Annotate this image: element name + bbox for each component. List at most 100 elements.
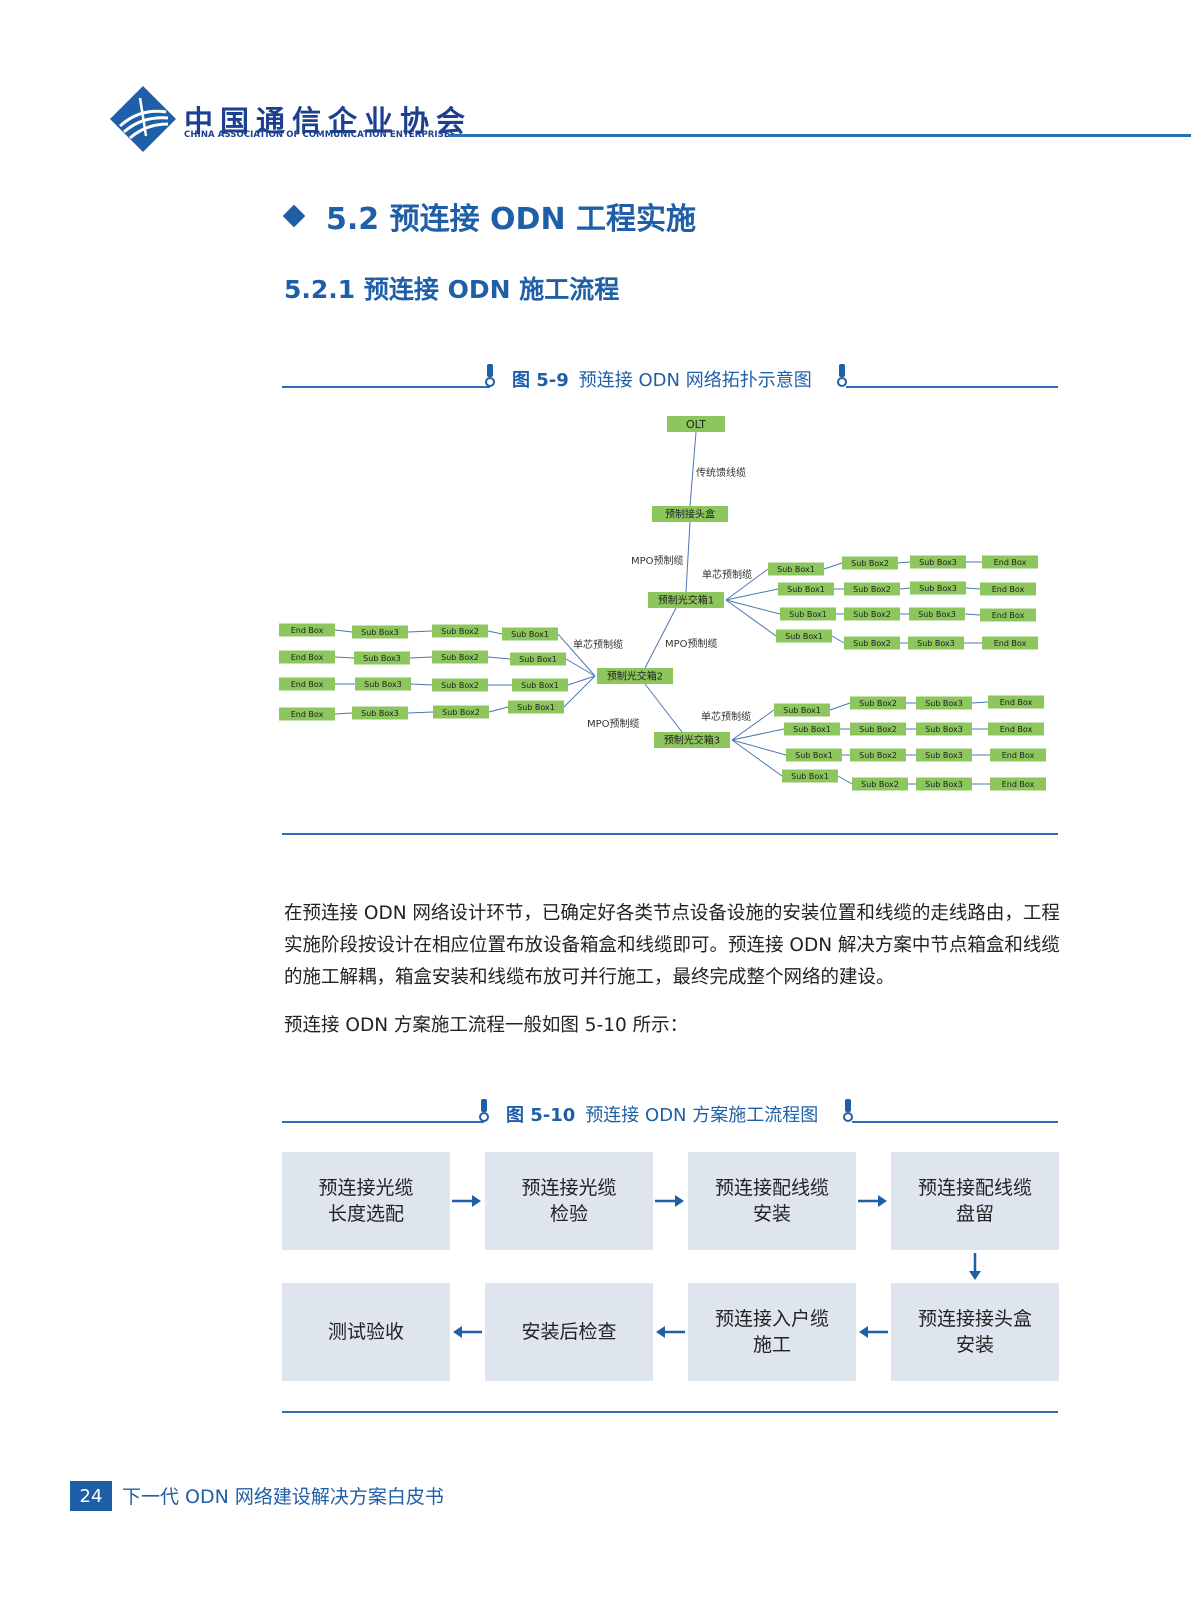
sub-box1-node: Sub Box1	[768, 562, 824, 576]
topology-link	[731, 739, 787, 756]
end-box-node: End Box	[980, 608, 1036, 622]
topology-link	[334, 656, 355, 659]
sub-box2-node: Sub Box2	[850, 696, 906, 710]
olt-node: OLT	[667, 416, 725, 432]
sub-box3-node: Sub Box3	[354, 651, 410, 665]
sub-box1-node: Sub Box1	[776, 629, 832, 643]
topology-link	[487, 630, 503, 635]
topology-link	[563, 675, 596, 708]
flow-step-4: 预连接配线缆 盘留	[891, 1152, 1059, 1250]
svg-text:End Box: End Box	[994, 558, 1027, 567]
edge-label-mpo: MPO预制缆	[665, 637, 718, 650]
sub-box1-node: Sub Box1	[774, 703, 830, 717]
svg-text:Sub Box3: Sub Box3	[363, 654, 401, 663]
svg-text:Sub Box1: Sub Box1	[791, 772, 829, 781]
svg-text:Sub Box2: Sub Box2	[859, 725, 897, 734]
svg-text:Sub Box3: Sub Box3	[919, 584, 957, 593]
svg-text:End Box: End Box	[1000, 698, 1033, 707]
sub-box1-node: Sub Box1	[508, 700, 564, 714]
svg-text:Sub Box1: Sub Box1	[517, 703, 555, 712]
topology-link	[731, 709, 775, 741]
topology-link	[837, 775, 853, 785]
topology-link	[897, 561, 911, 564]
cabinet1-node: 预制光交箱1	[648, 592, 724, 608]
edge-label-trunk: 传统馈线缆	[696, 466, 746, 479]
end-box-node: End Box	[982, 636, 1038, 650]
sub-box1-node: Sub Box1	[510, 652, 566, 666]
end-box-node: End Box	[980, 582, 1036, 596]
section-title-text: 5.2 预连接 ODN 工程实施	[326, 202, 696, 237]
arrow-right-icon	[858, 1195, 887, 1207]
subsection-title: 5.2.1 预连接 ODN 施工流程	[284, 275, 620, 304]
edge-label-mpo: MPO预制缆	[587, 717, 640, 730]
edge-label-single-core: 单芯预制缆	[573, 638, 623, 651]
svg-text:End Box: End Box	[994, 639, 1027, 648]
sub-box2-node: Sub Box2	[432, 678, 488, 692]
sub-box1-node: Sub Box1	[778, 582, 834, 596]
pin-icon	[843, 1099, 853, 1122]
sub-box3-node: Sub Box3	[352, 625, 408, 639]
topology-link	[731, 728, 785, 741]
topology-link	[725, 588, 779, 601]
svg-text:预制接头盒: 预制接头盒	[665, 508, 715, 521]
sub-box2-node: Sub Box2	[852, 777, 908, 791]
svg-text:End Box: End Box	[1002, 751, 1035, 760]
svg-text:Sub Box3: Sub Box3	[918, 610, 956, 619]
svg-text:End Box: End Box	[992, 585, 1025, 594]
topology-link	[725, 599, 777, 637]
topology-link	[731, 739, 783, 777]
svg-text:End Box: End Box	[291, 710, 324, 719]
sub-box3-node: Sub Box3	[916, 696, 972, 710]
sub-box3-node: Sub Box3	[916, 777, 972, 791]
svg-text:OLT: OLT	[686, 418, 706, 431]
topology-link	[488, 706, 509, 713]
end-box-node: End Box	[982, 555, 1038, 569]
figure9-number: 图 5-9	[512, 370, 569, 391]
topology-link	[644, 683, 683, 733]
topology-link	[689, 431, 697, 507]
diamond-bullet-icon	[282, 204, 306, 228]
page-number: 24	[70, 1481, 112, 1511]
svg-text:Sub Box1: Sub Box1	[777, 565, 815, 574]
svg-text:Sub Box1: Sub Box1	[787, 585, 825, 594]
svg-text:Sub Box2: Sub Box2	[853, 639, 891, 648]
pin-icon	[485, 364, 495, 387]
figure10-number: 图 5-10	[506, 1105, 576, 1126]
sub-box1-node: Sub Box1	[786, 748, 842, 762]
svg-text:End Box: End Box	[992, 611, 1025, 620]
sub-box3-node: Sub Box3	[916, 722, 972, 736]
topology-link	[644, 607, 677, 669]
svg-text:Sub Box1: Sub Box1	[519, 655, 557, 664]
svg-text:Sub Box2: Sub Box2	[442, 708, 480, 717]
sub-box2-node: Sub Box2	[850, 722, 906, 736]
topology-link	[725, 568, 769, 601]
svg-text:Sub Box2: Sub Box2	[853, 585, 891, 594]
joint-box-node: 预制接头盒	[652, 506, 728, 522]
sub-box3-node: Sub Box3	[910, 581, 966, 595]
svg-text:预制光交箱3: 预制光交箱3	[664, 734, 720, 747]
svg-text:Sub Box1: Sub Box1	[521, 681, 559, 690]
sub-box1-node: Sub Box1	[784, 722, 840, 736]
end-box-node: End Box	[279, 677, 335, 691]
body-paragraph: 预连接 ODN 方案施工流程一般如图 5-10 所示：	[284, 1015, 689, 1036]
pin-icon	[479, 1099, 489, 1122]
svg-text:Sub Box2: Sub Box2	[441, 681, 479, 690]
sub-box2-node: Sub Box2	[842, 556, 898, 570]
figure9-caption: 图 5-9 预连接 ODN 网络拓扑示意图	[512, 366, 812, 392]
sub-box1-node: Sub Box1	[512, 678, 568, 692]
sub-box3-node: Sub Box3	[910, 555, 966, 569]
org-name-en: CHINA ASSOCIATION OF COMMUNICATION ENTER…	[184, 130, 457, 140]
arrow-down-icon	[969, 1253, 981, 1280]
caption-rule-right	[846, 386, 1058, 388]
svg-text:Sub Box2: Sub Box2	[851, 559, 889, 568]
end-box-node: End Box	[988, 722, 1044, 736]
svg-text:End Box: End Box	[291, 653, 324, 662]
svg-text:Sub Box3: Sub Box3	[364, 680, 402, 689]
figure9-bottom-rule	[282, 833, 1058, 835]
svg-text:Sub Box2: Sub Box2	[441, 627, 479, 636]
topology-link	[407, 711, 434, 714]
svg-text:End Box: End Box	[1000, 725, 1033, 734]
sub-box2-node: Sub Box2	[850, 748, 906, 762]
figure9-title: 预连接 ODN 网络拓扑示意图	[578, 370, 812, 391]
